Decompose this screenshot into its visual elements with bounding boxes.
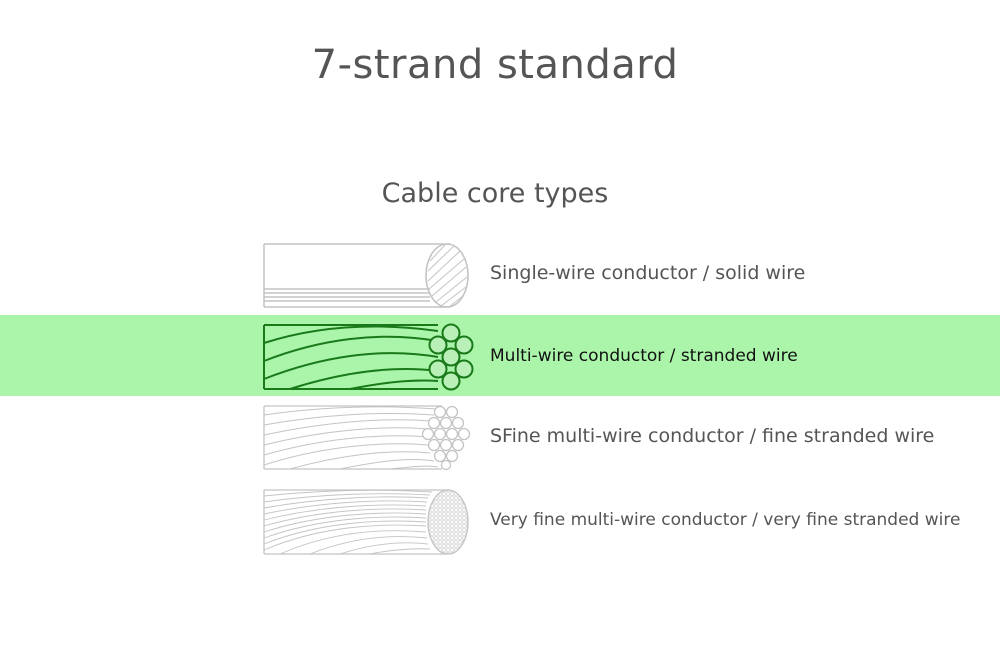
stranded-wire-icon <box>263 323 474 391</box>
cable-row-very-fine-stranded: Very fine multi-wire conductor / very fi… <box>0 486 1000 556</box>
cable-row-stranded: Multi-wire conductor / stranded wire <box>0 321 1000 391</box>
page-title: 7-strand standard <box>311 42 679 88</box>
cable-label: Multi-wire conductor / stranded wire <box>490 346 798 366</box>
solid-wire-icon <box>263 243 469 308</box>
cable-label: Single-wire conductor / solid wire <box>490 262 806 284</box>
cable-label: Very fine multi-wire conductor / very fi… <box>490 510 961 530</box>
cable-label: SFine multi-wire conductor / fine strand… <box>490 425 935 447</box>
very-fine-stranded-wire-icon <box>263 489 469 555</box>
cable-row-fine-stranded: SFine multi-wire conductor / fine strand… <box>0 403 1000 473</box>
highlight-band <box>0 315 1000 396</box>
fine-stranded-wire-icon <box>263 405 471 471</box>
diagram-subtitle: Cable core types <box>381 178 609 209</box>
cable-row-solid: Single-wire conductor / solid wire <box>0 241 1000 311</box>
